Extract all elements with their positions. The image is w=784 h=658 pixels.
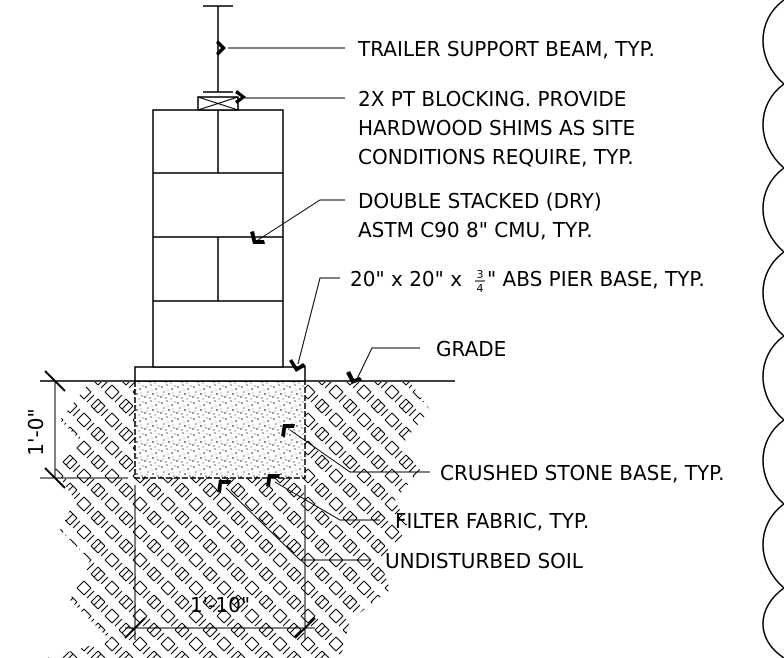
cmu-stack: [152, 109, 284, 368]
width-dimension-label: 1'-10": [190, 593, 250, 617]
label-pier-base: 20" x 20" x 3 4 " ABS PIER BASE, TYP.: [350, 267, 705, 295]
trailer-support-beam: [203, 5, 233, 93]
label-grade: GRADE: [436, 337, 506, 361]
depth-dimension-label: 1'-0": [24, 408, 48, 455]
label-pier-base-frac-den: 4: [477, 282, 484, 295]
label-pier-base-frac-num: 3: [477, 268, 484, 281]
pier-base: [134, 366, 306, 382]
width-dimension: 1'-10": [124, 485, 316, 640]
crushed-stone-base: [134, 380, 306, 479]
label-undisturbed-soil: UNDISTURBED SOIL: [385, 549, 584, 573]
pt-blocking: [197, 96, 239, 111]
depth-dimension: 1'-0": [24, 370, 128, 489]
label-pier-base-prefix: 20" x 20" x: [350, 267, 462, 291]
label-cmu-1: DOUBLE STACKED (DRY): [358, 189, 602, 213]
label-blocking-1: 2X PT BLOCKING. PROVIDE: [358, 87, 626, 111]
revision-cloud: [762, 0, 784, 658]
label-cmu-2: ASTM C90 8" CMU, TYP.: [358, 218, 593, 242]
leaders: [216, 40, 430, 561]
label-blocking-3: CONDITIONS REQUIRE, TYP.: [358, 145, 634, 169]
label-blocking-2: HARDWOOD SHIMS AS SITE: [358, 116, 635, 140]
label-filter-fabric: FILTER FABRIC, TYP.: [395, 509, 589, 533]
label-crushed-stone: CRUSHED STONE BASE, TYP.: [440, 461, 724, 485]
label-beam: TRAILER SUPPORT BEAM, TYP.: [357, 37, 655, 61]
label-pier-base-suffix: " ABS PIER BASE, TYP.: [487, 267, 705, 291]
